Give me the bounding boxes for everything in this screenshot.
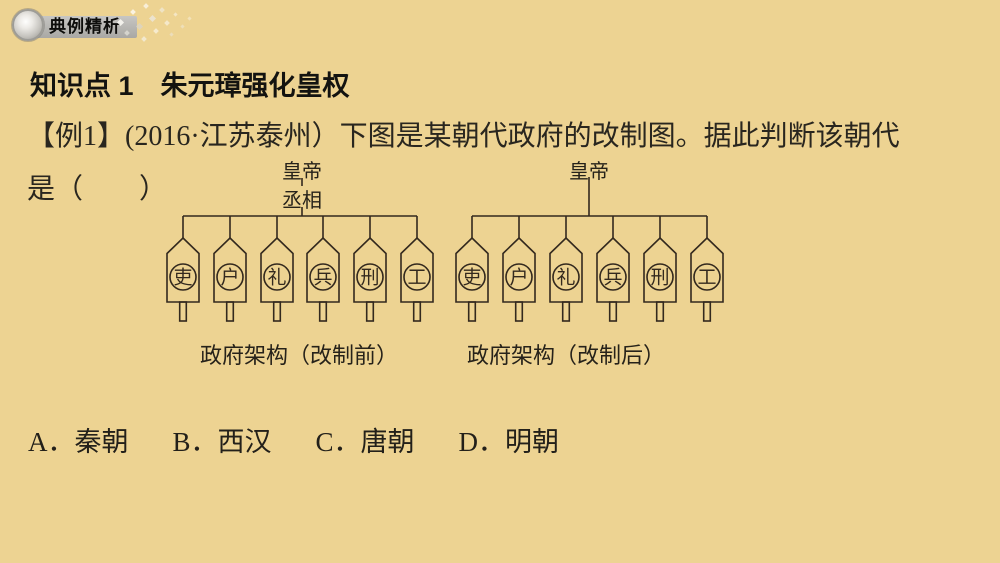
svg-text:刑: 刑 xyxy=(360,267,379,289)
section-badge-label: 典例精析 xyxy=(49,17,121,36)
caption-after-reform: 政府架构（改制后） xyxy=(467,343,666,368)
org-chart-connectors xyxy=(182,177,708,238)
option-c[interactable]: C．唐朝 xyxy=(315,427,415,457)
svg-text:工: 工 xyxy=(407,268,426,289)
ministry-seal-after-gong: 工 xyxy=(690,236,724,323)
svg-text:吏: 吏 xyxy=(462,267,481,289)
option-a[interactable]: A．秦朝 xyxy=(28,427,129,457)
svg-text:兵: 兵 xyxy=(313,267,332,289)
knowledge-point-heading: 知识点 1 朱元璋强化皇权 xyxy=(30,71,350,101)
option-b[interactable]: B．西汉 xyxy=(172,427,272,457)
ministry-seal-before-xing: 刑 xyxy=(353,236,387,323)
svg-text:礼: 礼 xyxy=(556,267,575,289)
question-line-1: 【例1】(2016·江苏泰州）下图是某朝代政府的改制图。据此判断该朝代 xyxy=(27,121,900,152)
ministry-seal-before-li: 吏 xyxy=(166,236,200,323)
svg-text:吏: 吏 xyxy=(173,267,192,289)
emperor-label-after: 皇帝 xyxy=(569,161,609,183)
ministry-seal-after-li: 吏 xyxy=(455,236,489,323)
svg-text:兵: 兵 xyxy=(603,267,622,289)
question-line-2: 是（ ） xyxy=(27,174,168,205)
ministry-seal-after-hu: 户 xyxy=(502,236,536,323)
svg-text:礼: 礼 xyxy=(267,267,286,289)
svg-text:户: 户 xyxy=(509,267,528,289)
sphere-icon xyxy=(12,9,44,41)
ministry-seal-after-xing: 刑 xyxy=(643,236,677,323)
sparkle-decoration xyxy=(110,0,205,45)
emperor-label-before: 皇帝 xyxy=(282,161,322,183)
ministry-seal-before-gong: 工 xyxy=(400,236,434,323)
option-d[interactable]: D．明朝 xyxy=(458,427,560,457)
chancellor-label: 丞相 xyxy=(282,190,322,212)
answer-options: A．秦朝 B．西汉 C．唐朝 D．明朝 xyxy=(28,420,559,459)
ministry-seal-after-bing: 兵 xyxy=(596,236,630,323)
caption-before-reform: 政府架构（改制前） xyxy=(200,343,399,368)
ministry-seal-after-li2: 礼 xyxy=(549,236,583,323)
ministry-seal-before-bing: 兵 xyxy=(306,236,340,323)
svg-text:刑: 刑 xyxy=(650,267,669,289)
ministry-seal-before-hu: 户 xyxy=(213,236,247,323)
svg-text:工: 工 xyxy=(697,268,716,289)
svg-text:户: 户 xyxy=(220,267,239,289)
ministry-seal-before-li2: 礼 xyxy=(260,236,294,323)
section-badge: 典例精析 xyxy=(36,16,137,38)
